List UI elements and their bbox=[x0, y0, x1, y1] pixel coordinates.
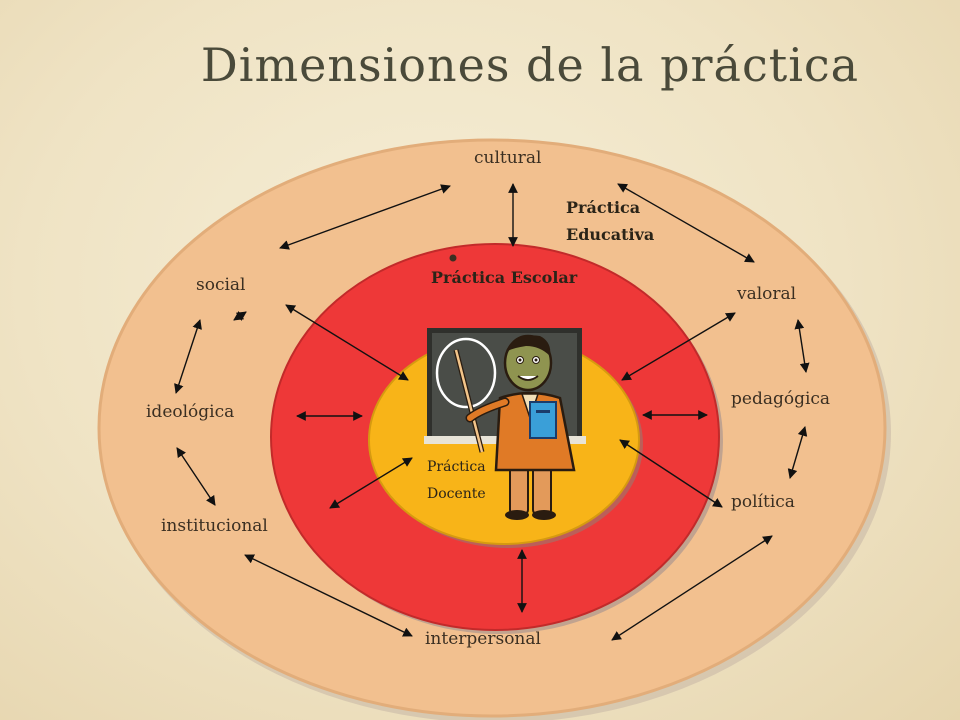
cursor-dot bbox=[449, 254, 457, 262]
arrow-politica-inner bbox=[619, 439, 723, 508]
page-title: Dimensiones de la práctica bbox=[200, 38, 860, 92]
middle-ring-label: Práctica Escolar bbox=[431, 268, 578, 287]
arrow-interpersonal-politica bbox=[611, 535, 773, 641]
arrow-valoral-inner bbox=[621, 312, 736, 381]
arrow-social-cultural bbox=[279, 184, 451, 250]
inner-ring-label-line-2: Docente bbox=[427, 486, 486, 502]
dimension-institucional: institucional bbox=[161, 516, 268, 536]
arrow-social-inner bbox=[285, 304, 409, 381]
arrow-ideologica-institucional bbox=[176, 447, 216, 506]
teacher-at-chalkboard-icon bbox=[424, 328, 586, 520]
arrow-valoral-pedagogica bbox=[794, 319, 810, 373]
arrow-social-ideologica bbox=[174, 319, 202, 394]
dimension-interpersonal: interpersonal bbox=[425, 629, 541, 649]
dimension-social: social bbox=[196, 275, 246, 295]
dimension-valoral: valoral bbox=[736, 284, 796, 304]
dimension-politica: política bbox=[731, 492, 795, 512]
arrow-institucional-inner bbox=[329, 457, 413, 509]
outer-ring-label-line-1: Práctica bbox=[566, 198, 640, 217]
dimension-cultural: cultural bbox=[474, 148, 541, 168]
dimension-ideologica: ideológica bbox=[146, 402, 234, 422]
inner-ring-label-line-1: Práctica bbox=[427, 459, 486, 475]
arrow-institucional-interpersonal bbox=[244, 554, 413, 637]
outer-ring-label-line-2: Educativa bbox=[566, 225, 654, 244]
arrow-cultural-valoral bbox=[617, 183, 755, 263]
dimension-pedagogica: pedagógica bbox=[731, 389, 830, 409]
arrow-social-small bbox=[233, 311, 247, 321]
arrow-pedagogica-politica bbox=[787, 426, 808, 479]
